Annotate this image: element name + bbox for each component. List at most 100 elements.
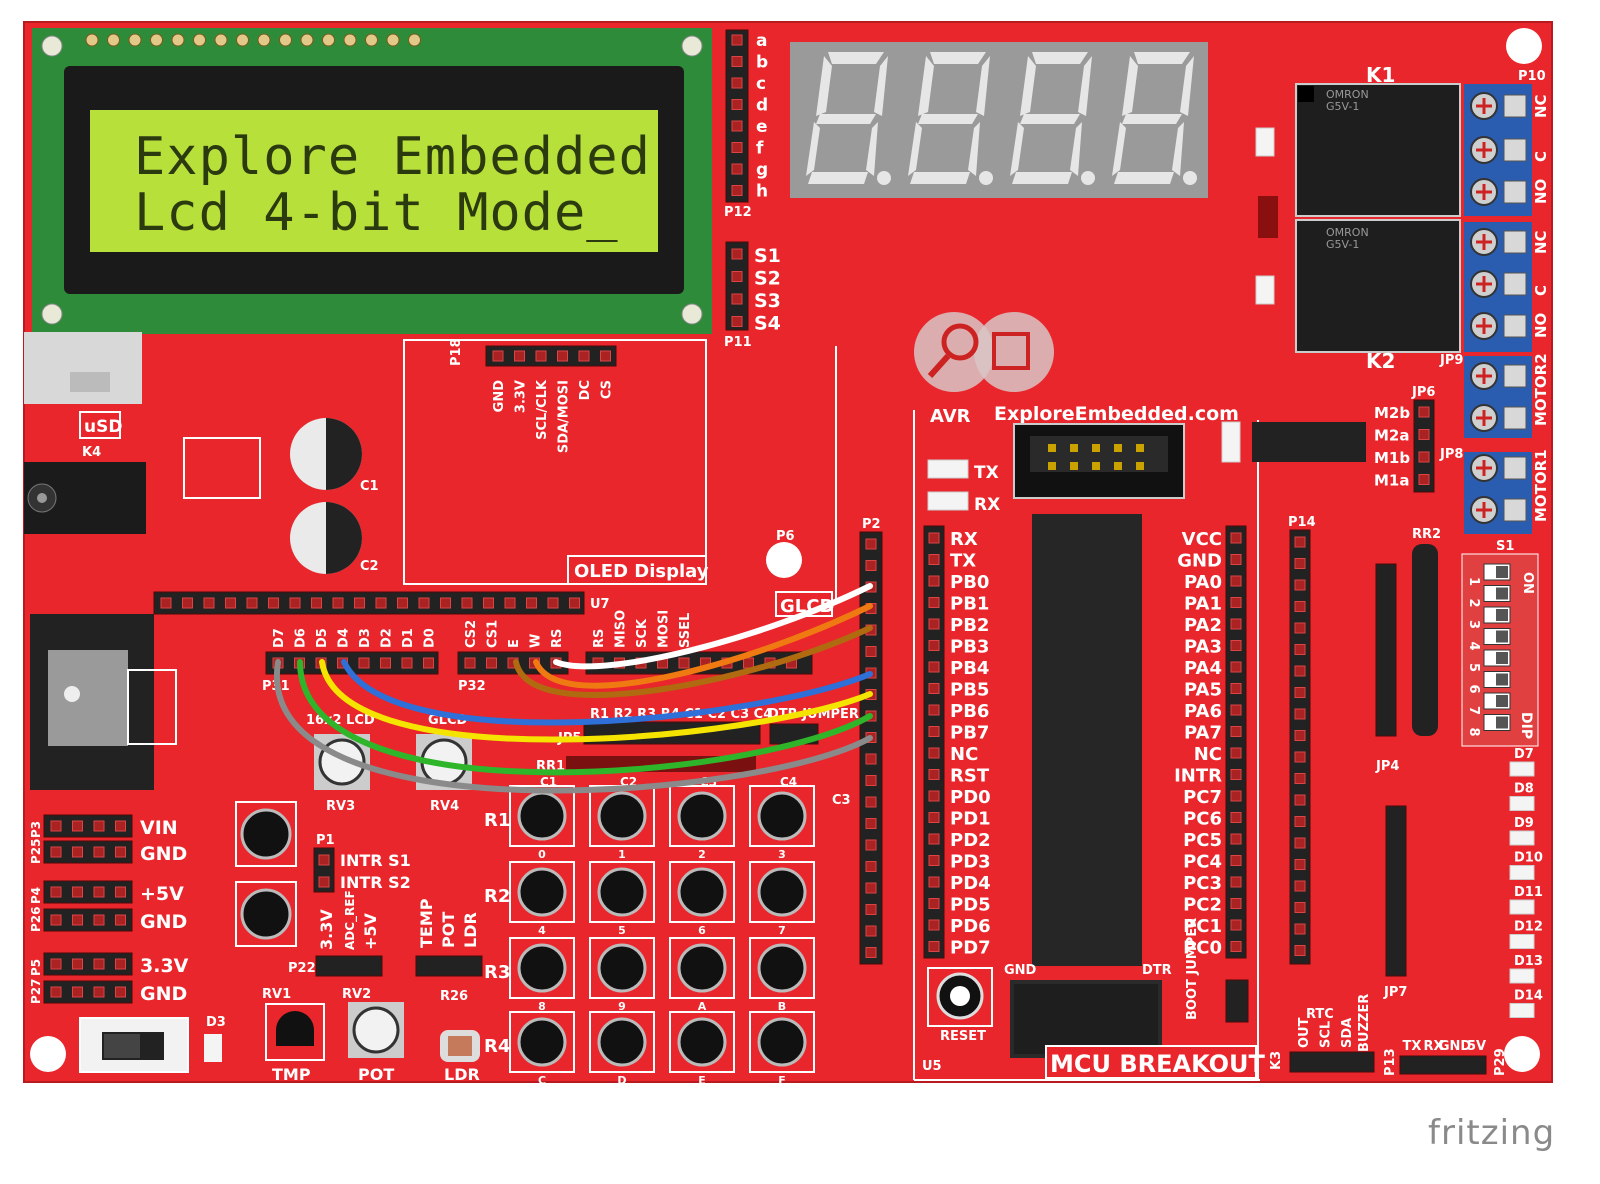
lcd-ctrl-pin-label: E [507,639,522,648]
svg-text:RR2: RR2 [1412,527,1441,542]
lcd-data-pin-label: D2 [380,628,395,648]
keypad-key: F [749,1011,815,1087]
lcd-pin [171,33,185,47]
header-pin [50,914,62,926]
header-pin [1230,640,1242,651]
svg-text:AVR: AVR [930,406,971,427]
relay-contact-label: C [1532,151,1550,162]
lcd-pin [128,33,142,47]
header-pin [115,958,126,970]
header-pin [1294,665,1306,677]
sensor-label: LDR [461,912,480,948]
mcu-left-pin-label: PD6 [950,916,991,937]
svg-text:P32: P32 [458,679,486,694]
header-pin [160,597,172,609]
header-pin [1230,575,1242,587]
header-pin [464,657,476,669]
uart-pin-label: 5V [1467,1039,1486,1054]
keypad-key: 0 [509,785,575,861]
header-pin [1230,876,1242,888]
segment-digit [1112,52,1197,185]
segment-digit [806,52,891,185]
header-pin [928,790,940,802]
svg-text:JP4: JP4 [1375,759,1399,774]
header-pin [461,597,473,609]
led [1509,865,1535,880]
header-pin [928,898,940,909]
segment-pin-label: b [756,53,768,73]
header-pin [50,820,62,832]
header-pin [731,77,743,89]
header-pin [928,919,940,931]
relay-contact-label: NC [1532,94,1550,118]
header-u7: U7 GLCD [153,591,834,617]
lcd-pin [386,33,400,47]
motor-pin-label: M2a [1374,427,1410,445]
header-pin [928,704,940,716]
spi-pin-label: SCK [635,618,650,648]
mounting-hole [1506,28,1542,64]
power-rail-label: GND [140,983,187,1005]
key-label: B [778,1000,786,1013]
svg-text:BOOT JUMPER: BOOT JUMPER [1185,918,1200,1020]
dc-jack-k4: K4 [24,445,146,534]
svg-text:C1: C1 [360,479,379,494]
svg-text:P14: P14 [1288,515,1316,530]
wire-brown [513,625,873,698]
lcd-data-pin-label: D3 [358,628,373,648]
svg-text:GLCD: GLCD [780,596,834,617]
segment-pin-label: g [756,160,768,180]
lcd-ctrl-pin-label: RS [550,629,565,648]
svg-text:TX: TX [974,463,999,483]
mcu-left-pin-label: PB2 [950,615,989,636]
relay-contact-label: NO [1532,313,1550,338]
key-label: 9 [618,1000,626,1013]
header-pin [1294,837,1306,849]
mcu-left-pin-label: PD3 [950,852,991,873]
mcu-right-pin-label: PC1 [1183,916,1222,937]
header-pin [928,726,940,737]
header-pin [492,350,504,362]
header-pin [115,886,126,898]
header-pin [1230,618,1242,630]
keypad-key: 8 [509,937,575,1013]
intr-pin-label: INTR S2 [340,873,411,892]
header-pin [928,833,940,845]
header-pin [93,820,105,832]
dip-number: 2 [1466,599,1481,608]
spi-pin-label: MISO [614,610,629,648]
header-pin [865,882,877,894]
header-pin [72,958,83,970]
header-pin [50,986,62,998]
header-pin [50,958,62,970]
header-pin [418,597,430,609]
header-pin [569,597,580,609]
key-label: C [538,1074,546,1087]
header-pin [865,904,877,915]
header-pin [72,914,83,926]
sensor-label: POT [439,912,458,948]
mcu-right-pin-label: PC6 [1183,809,1222,830]
led [1509,830,1535,846]
header-pin [1418,406,1430,418]
dip-number: 3 [1466,620,1481,629]
motor-pin-label: M1b [1374,449,1410,467]
svg-text:RX: RX [974,495,1000,515]
header-pin [354,597,365,609]
header-pin [1230,726,1242,737]
keypad-key: A [669,937,735,1013]
header-pin [115,820,126,832]
svg-text:P6: P6 [776,529,795,544]
uart-pin-label: RX [1423,1039,1443,1054]
led-label: D14 [1514,989,1543,1004]
oled-pin-label: CS [600,380,615,399]
led [1509,796,1535,811]
dip-number: 8 [1466,728,1481,737]
segment-pin-label: d [756,96,768,116]
mcu-left-pin-label: PD2 [950,830,991,851]
header-pin [1230,597,1242,608]
motor-pin-label: M1a [1374,472,1410,490]
